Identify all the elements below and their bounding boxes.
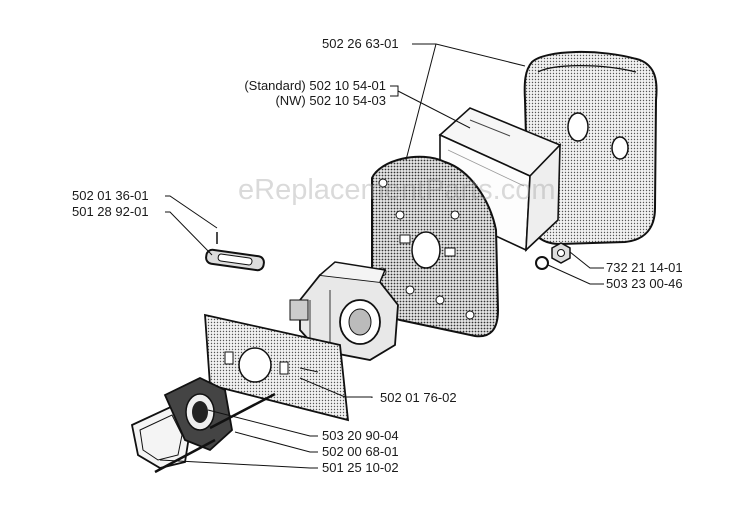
part-label-502-00-68-01[interactable]: 502 00 68-01 bbox=[322, 444, 399, 459]
part-label-nut[interactable]: 732 21 14-01 bbox=[606, 260, 683, 275]
part-label-plate[interactable]: 502 01 76-02 bbox=[380, 390, 457, 405]
part-label-503-20-90-04[interactable]: 503 20 90-04 bbox=[322, 428, 399, 443]
part-label-502-01-36-01[interactable]: 502 01 36-01 bbox=[72, 188, 149, 203]
clip-part bbox=[205, 232, 265, 272]
part-label-501-25-10-02[interactable]: 501 25 10-02 bbox=[322, 460, 399, 475]
part-label-501-28-92-01[interactable]: 501 28 92-01 bbox=[72, 204, 149, 219]
part-label-air-filter-cover[interactable]: 502 26 63-01 bbox=[322, 36, 399, 51]
part-label-washer[interactable]: 503 23 00-46 bbox=[606, 276, 683, 291]
part-label-filter-nw[interactable]: (NW) 502 10 54-03 bbox=[275, 93, 386, 108]
leader-lines bbox=[159, 43, 604, 469]
part-label-filter-standard[interactable]: (Standard) 502 10 54-01 bbox=[244, 78, 386, 93]
insulator-plate bbox=[204, 313, 350, 422]
intake-manifold bbox=[130, 377, 276, 474]
nut-and-washer bbox=[535, 242, 571, 270]
watermark: eReplacementParts.com bbox=[238, 174, 556, 206]
carburetor bbox=[289, 261, 399, 361]
